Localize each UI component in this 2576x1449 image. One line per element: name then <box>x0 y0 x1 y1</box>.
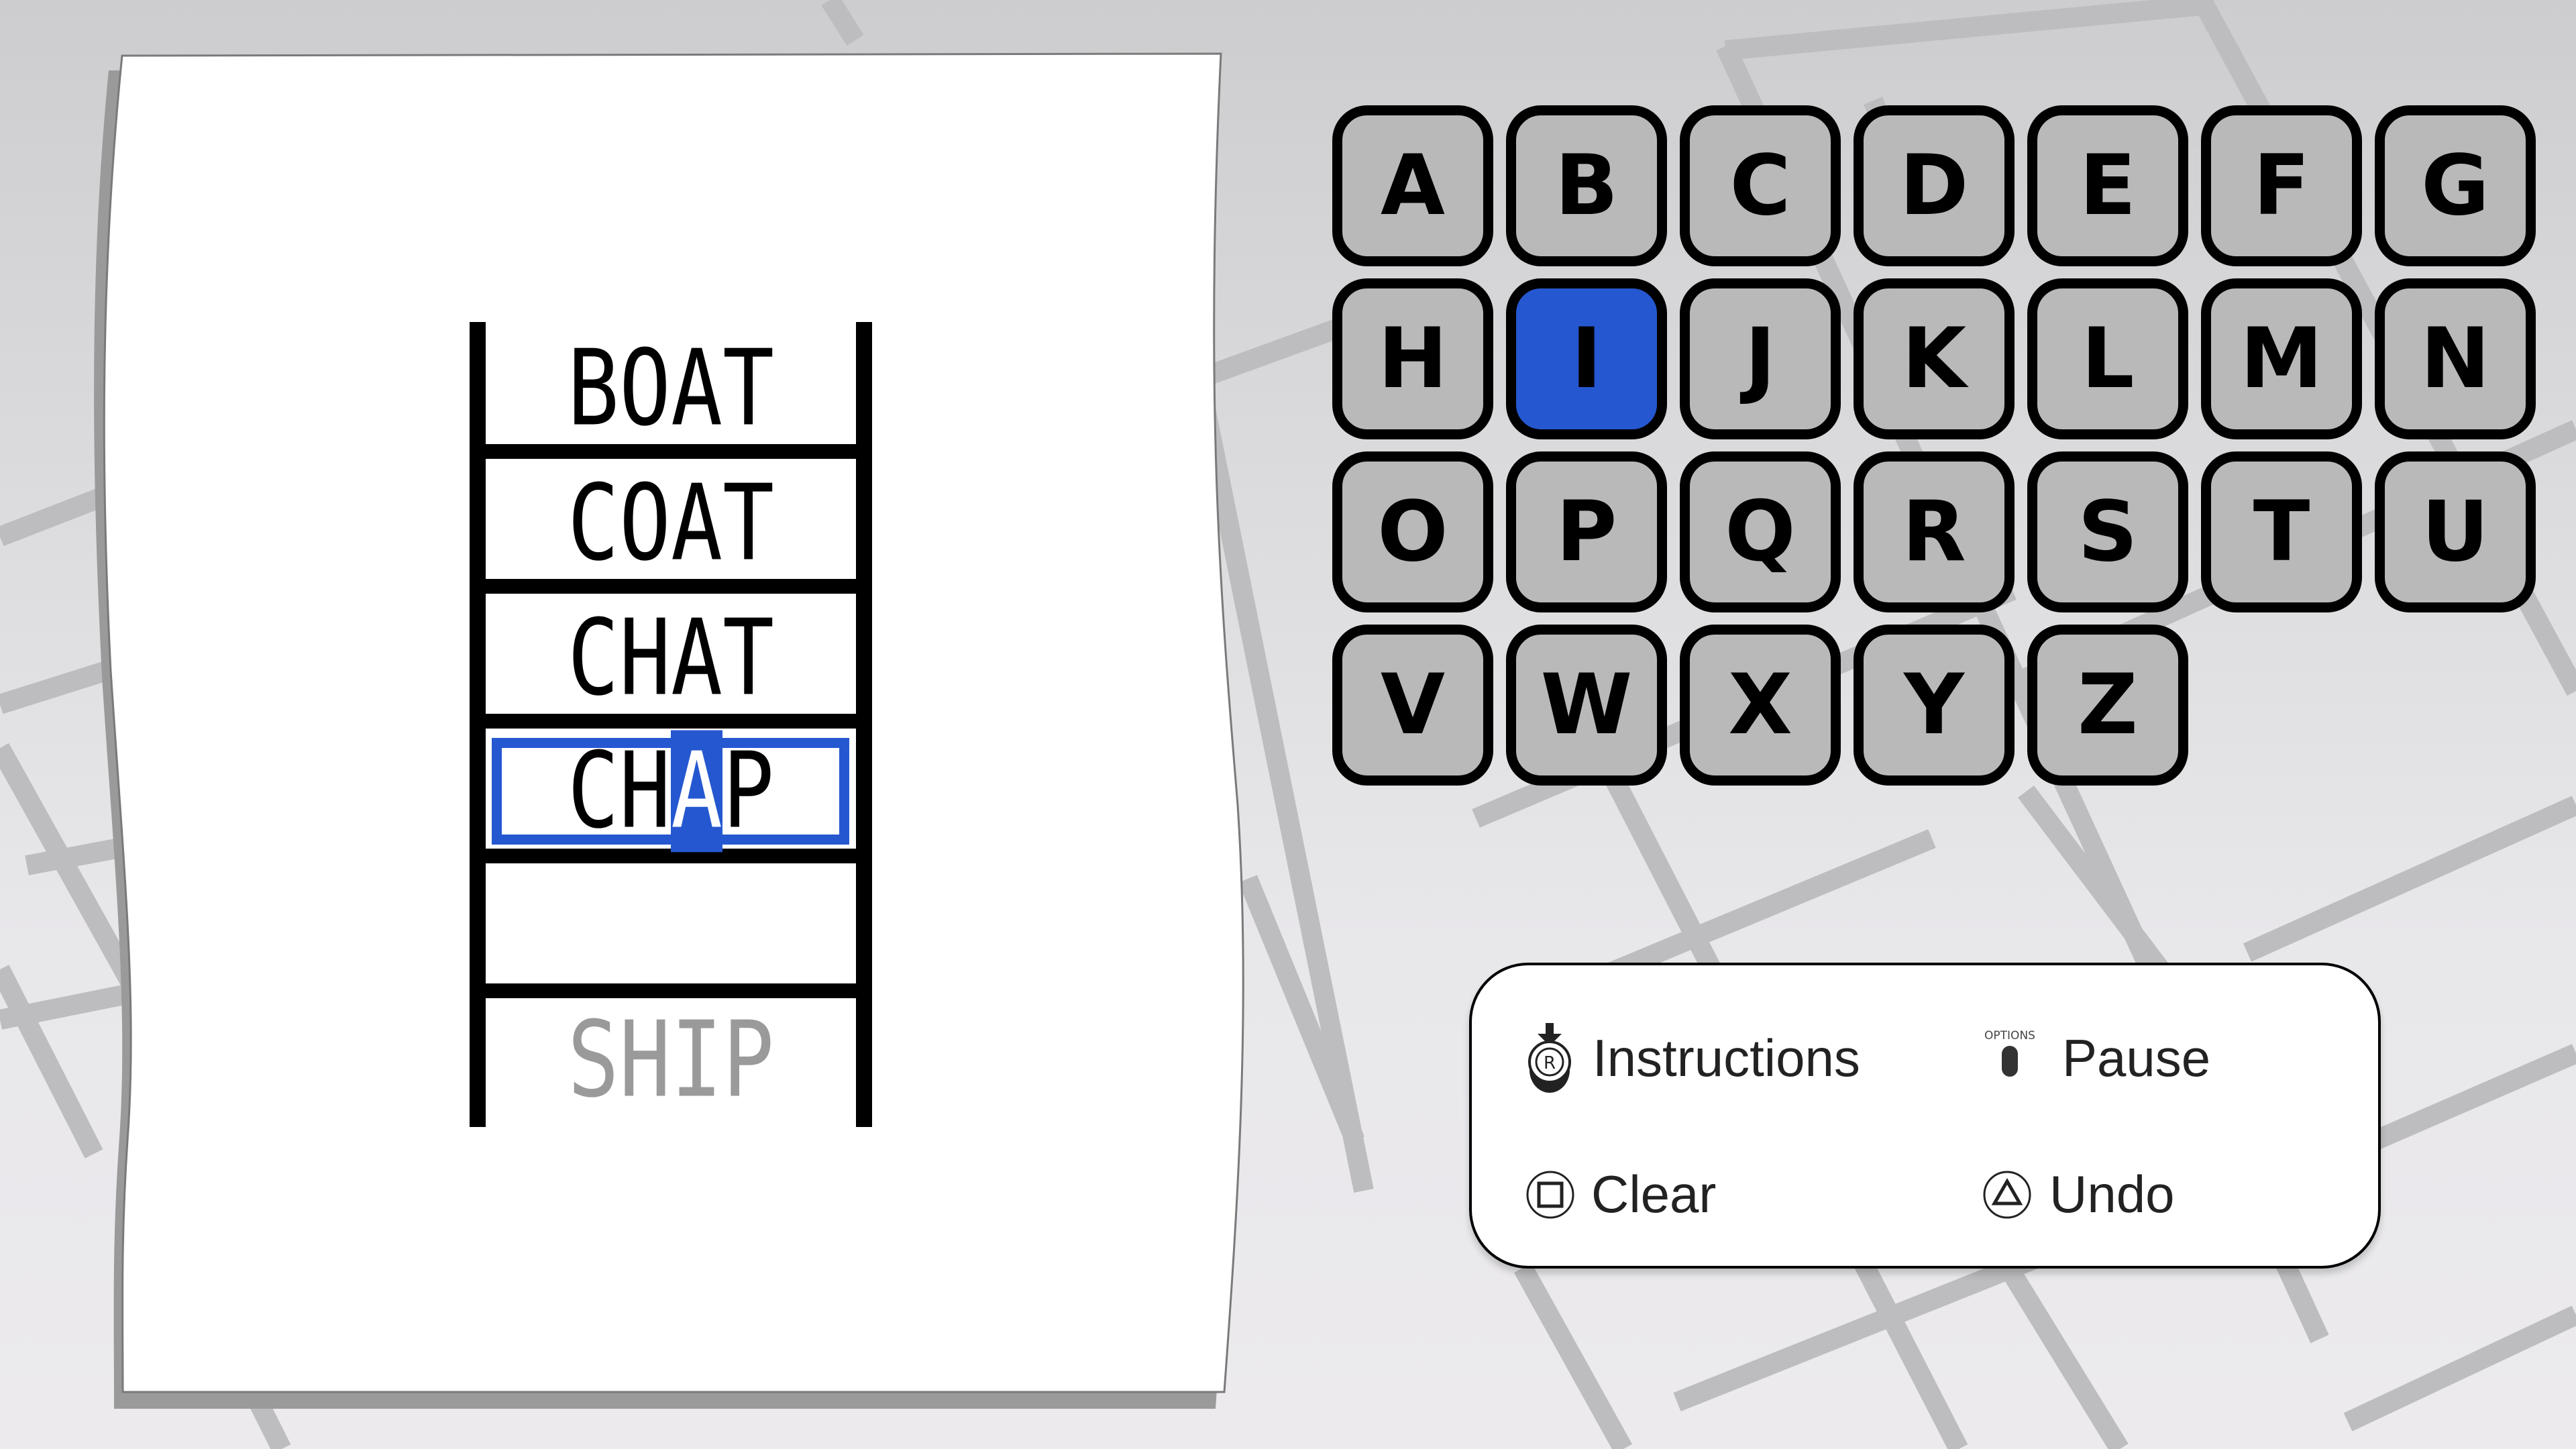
key-k[interactable]: K <box>1854 278 2015 439</box>
key-s[interactable]: S <box>2027 451 2188 612</box>
key-q[interactable]: Q <box>1680 451 1841 612</box>
key-a[interactable]: A <box>1332 105 1493 266</box>
undo-label: Undo <box>2049 1165 2175 1224</box>
key-d[interactable]: D <box>1854 105 2015 266</box>
clear-control[interactable]: Clear <box>1525 1164 1716 1225</box>
ladder-rung <box>470 579 872 594</box>
key-z[interactable]: Z <box>2027 625 2188 786</box>
key-w[interactable]: W <box>1506 625 1667 786</box>
svg-text:R: R <box>1544 1053 1556 1073</box>
svg-text:OPTIONS: OPTIONS <box>1984 1029 2035 1042</box>
controls-panel: R Instructions OPTIONS Pause Clear Undo <box>1469 963 2381 1269</box>
r3-stick-press-icon: R <box>1528 1023 1571 1093</box>
triangle-button-icon <box>1983 1171 2031 1218</box>
active-word[interactable]: CHAP <box>486 730 856 853</box>
key-m[interactable]: M <box>2201 278 2362 439</box>
ladder-rung <box>470 714 872 729</box>
key-x[interactable]: X <box>1680 625 1841 786</box>
clear-label: Clear <box>1591 1165 1717 1224</box>
key-u[interactable]: U <box>2375 451 2536 612</box>
key-p[interactable]: P <box>1506 451 1667 612</box>
ladder-rung <box>470 444 872 459</box>
key-o[interactable]: O <box>1332 451 1493 612</box>
instructions-label: Instructions <box>1593 1028 1860 1087</box>
ladder-word-target: SHIP <box>567 999 775 1122</box>
key-g[interactable]: G <box>2375 105 2536 266</box>
active-word-input[interactable] <box>492 738 849 845</box>
key-y[interactable]: Y <box>1854 625 2015 786</box>
pause-label: Pause <box>2062 1028 2211 1087</box>
key-c[interactable]: C <box>1680 105 1841 266</box>
key-t[interactable]: T <box>2201 451 2362 612</box>
key-f[interactable]: F <box>2201 105 2362 266</box>
ladder-rung <box>470 983 872 998</box>
ladder-word-step[interactable]: COAT <box>567 462 775 585</box>
ladder-word-start: BOAT <box>567 327 775 450</box>
selected-letter-cursor[interactable]: A <box>671 730 723 853</box>
key-j[interactable]: J <box>1680 278 1841 439</box>
active-word-suffix: P <box>722 730 775 853</box>
options-button-icon: OPTIONS <box>1984 1029 2035 1077</box>
key-h[interactable]: H <box>1332 278 1493 439</box>
square-button-icon <box>1526 1171 1574 1218</box>
active-word-prefix: CH <box>567 730 671 853</box>
key-r[interactable]: R <box>1854 451 2015 612</box>
key-n[interactable]: N <box>2375 278 2536 439</box>
pause-control[interactable]: OPTIONS Pause <box>1983 1024 2210 1091</box>
undo-control[interactable]: Undo <box>1982 1164 2174 1225</box>
key-i-selected[interactable]: I <box>1506 278 1667 439</box>
instructions-control[interactable]: R Instructions <box>1523 1018 1860 1098</box>
ladder-rung <box>470 849 872 863</box>
key-e[interactable]: E <box>2027 105 2188 266</box>
key-v[interactable]: V <box>1332 625 1493 786</box>
key-b[interactable]: B <box>1506 105 1667 266</box>
key-l[interactable]: L <box>2027 278 2188 439</box>
ladder-word-step[interactable]: CHAT <box>567 597 775 720</box>
